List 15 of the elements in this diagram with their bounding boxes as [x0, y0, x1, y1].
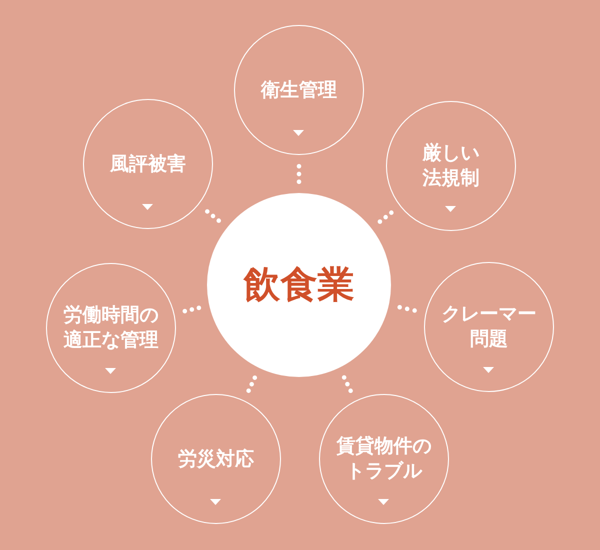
node-label: 風評被害	[110, 152, 186, 176]
node-label: クレーマー問題	[440, 302, 538, 352]
topic-circle	[386, 101, 516, 231]
node-label: 飲食業	[244, 263, 354, 307]
node-label: 労災対応	[178, 446, 254, 472]
node-label: 賃貸物件のトラブル	[336, 434, 432, 484]
node-label: 厳しい法規制	[421, 141, 480, 191]
topic-circle	[424, 262, 554, 392]
topic-circle	[46, 263, 176, 393]
node-label: 労働時間の適正な管理	[62, 303, 160, 353]
topic-circle	[151, 394, 281, 524]
topic-circle	[234, 25, 364, 155]
topic-circle	[83, 99, 213, 229]
topic-circle	[319, 394, 449, 524]
node-label: 衛生管理	[261, 78, 337, 102]
